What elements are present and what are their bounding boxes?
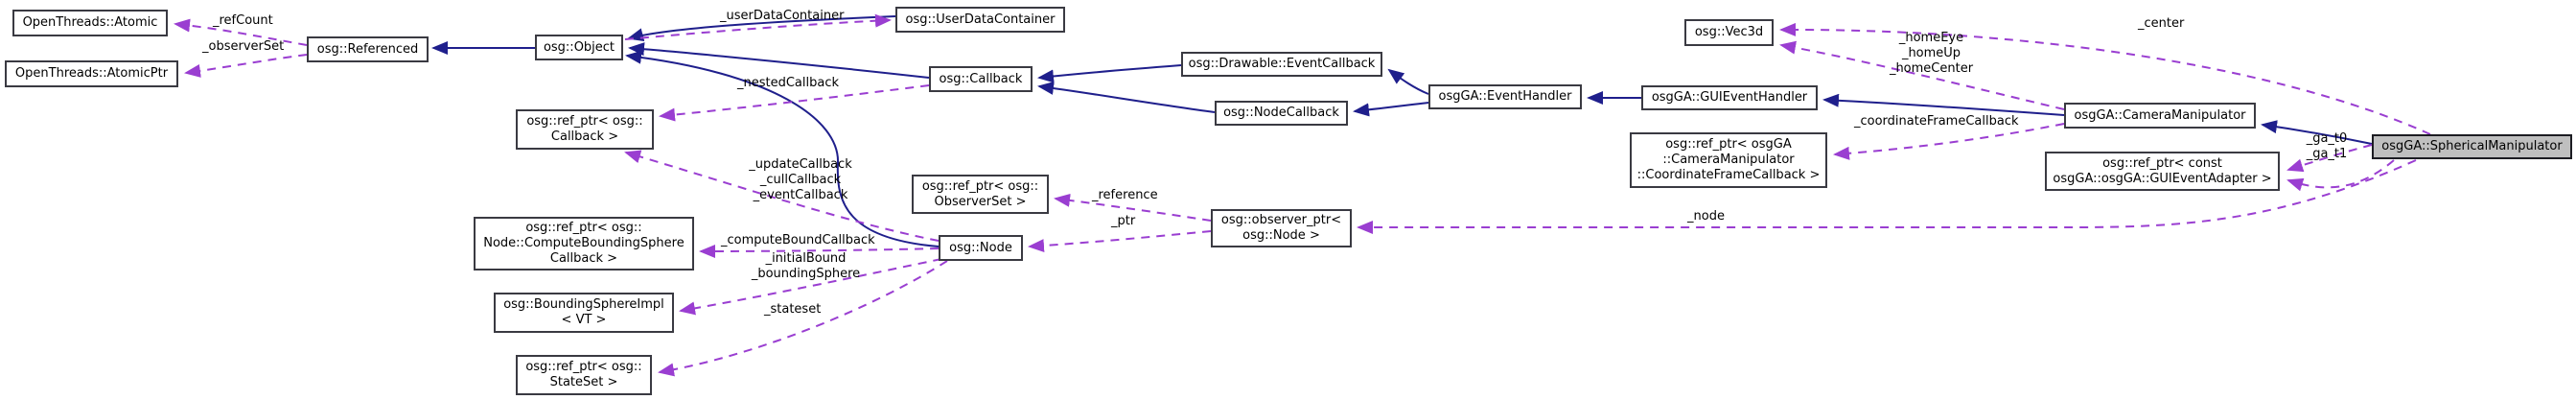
edge-node-refptrstateset (658, 260, 948, 377)
edge-cameramanipulator-vec3d (1779, 40, 2065, 110)
edge-nodecallback-callback (1037, 81, 1216, 113)
edge-node-object (625, 50, 940, 247)
edge-callback-refptrcallback (659, 84, 930, 122)
node-osg-drawable-eventcallback[interactable]: osg::Drawable::EventCallback (1181, 52, 1382, 77)
node-openthreads-atomic[interactable]: OpenThreads::Atomic (12, 10, 168, 36)
edge-label-updatecallbacks: _updateCallback _cullCallback _eventCall… (749, 157, 852, 202)
edge-sphericalmanipulator-refptrga-1 (2286, 144, 2373, 173)
node-observer-ptr-node[interactable]: osg::observer_ptr< osg::Node > (1211, 209, 1352, 247)
edge-cameramanipulator-guieventhandler (1822, 93, 2065, 116)
edge-label-reference: _reference (1092, 188, 1158, 202)
edge-drawableeventcallback-callback (1037, 64, 1182, 83)
edge-observerptr-node (1028, 230, 1212, 253)
edge-label-computeboundcallback: _computeBoundCallback (721, 233, 875, 247)
edge-label-home: _homeEye _homeUp _homeCenter (1889, 31, 1974, 76)
edge-referenced-atomicptr (184, 54, 308, 78)
node-osg-boundingsphereimpl[interactable]: osg::BoundingSphereImpl < VT > (494, 293, 674, 333)
node-osg-nodecallback[interactable]: osg::NodeCallback (1215, 101, 1348, 126)
edge-label-ga: _ga_t0 _ga_t1 (2306, 131, 2348, 161)
edge-observerptr-refptrobserverset (1054, 193, 1212, 222)
node-osgga-eventhandler[interactable]: osgGA::EventHandler (1428, 84, 1582, 109)
node-osg-object[interactable]: osg::Object (535, 35, 623, 60)
edge-userdatacontainer-object (627, 15, 896, 42)
edge-callback-object (628, 42, 930, 79)
edge-cameramanipulator-refptrcoordframe (1833, 123, 2065, 160)
edge-eventhandler-nodecallback (1353, 102, 1429, 117)
node-ref-ptr-computeboundingspherecallback[interactable]: osg::ref_ptr< osg:: Node::ComputeBoundin… (474, 217, 694, 271)
edge-label-coordinateframecallback: _coordinateFrameCallback (1854, 114, 2019, 129)
edge-referenced-atomic (174, 18, 308, 46)
node-osgga-guieventhandler[interactable]: osgGA::GUIEventHandler (1641, 85, 1818, 110)
node-ref-ptr-stateset[interactable]: osg::ref_ptr< osg:: StateSet > (516, 355, 652, 395)
node-openthreads-atomicptr[interactable]: OpenThreads::AtomicPtr (5, 60, 178, 87)
node-osg-userdatacontainer[interactable]: osg::UserDataContainer (895, 7, 1065, 33)
edge-object-userdatacontainer (624, 13, 892, 40)
node-osg-callback[interactable]: osg::Callback (929, 66, 1033, 92)
edge-label-node: _node (1687, 209, 1725, 224)
edge-label-userdatacontainer: _userDataContainer (720, 9, 845, 23)
edge-label-stateset: _stateset (764, 302, 822, 317)
edge-label-observerset: _observerSet (202, 39, 285, 54)
edge-node-boundingsphereimpl (679, 258, 942, 316)
edge-sphericalmanipulator-cameramanipulator (2261, 120, 2373, 145)
node-ref-ptr-callback[interactable]: osg::ref_ptr< osg:: Callback > (516, 109, 654, 150)
node-osg-node[interactable]: osg::Node (939, 235, 1023, 261)
edge-label-refcount: _refCount (213, 13, 273, 28)
node-osgga-cameramanipulator[interactable]: osgGA::CameraManipulator (2064, 103, 2256, 129)
edge-node-refptrcallback (624, 150, 940, 242)
edge-eventhandler-drawableeventcallback (1387, 68, 1429, 95)
edge-label-nestedcallback: _nestedCallback (737, 76, 840, 90)
node-ref-ptr-observerset[interactable]: osg::ref_ptr< osg:: ObserverSet > (912, 175, 1049, 214)
node-ref-ptr-const-guieventadapter[interactable]: osg::ref_ptr< const osgGA::osgGA::GUIEve… (2045, 152, 2280, 191)
edge-label-center: _center (2138, 16, 2185, 31)
node-ref-ptr-coordinateframecallback[interactable]: osg::ref_ptr< osgGA ::CameraManipulator … (1630, 132, 1827, 188)
node-osg-referenced[interactable]: osg::Referenced (307, 36, 429, 62)
node-osgga-sphericalmanipulator: osgGA::SphericalManipulator (2372, 134, 2572, 159)
edge-sphericalmanipulator-vec3d (1779, 22, 2431, 135)
node-osg-vec3d[interactable]: osg::Vec3d (1684, 19, 1774, 46)
edge-sphericalmanipulator-refptrga-2 (2286, 159, 2395, 192)
edge-label-bounds: _initialBound _boundingSphere (751, 251, 861, 281)
edge-label-ptr: _ptr (1111, 214, 1136, 228)
